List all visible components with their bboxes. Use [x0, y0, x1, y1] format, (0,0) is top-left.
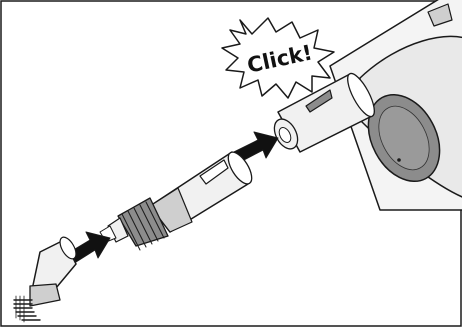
- click-callout: Click!: [221, 17, 335, 99]
- brush-bristles: [13, 295, 41, 323]
- nozzle-window: [305, 89, 333, 113]
- appliance-body: [273, 0, 462, 211]
- assembly-arrow-2: [69, 231, 111, 263]
- brush-attachment: [13, 236, 77, 323]
- wand-slot: [199, 159, 229, 185]
- starburst-shape: [221, 17, 335, 99]
- extension-wand: [99, 151, 253, 251]
- wand-ribbed-grip: [117, 197, 169, 247]
